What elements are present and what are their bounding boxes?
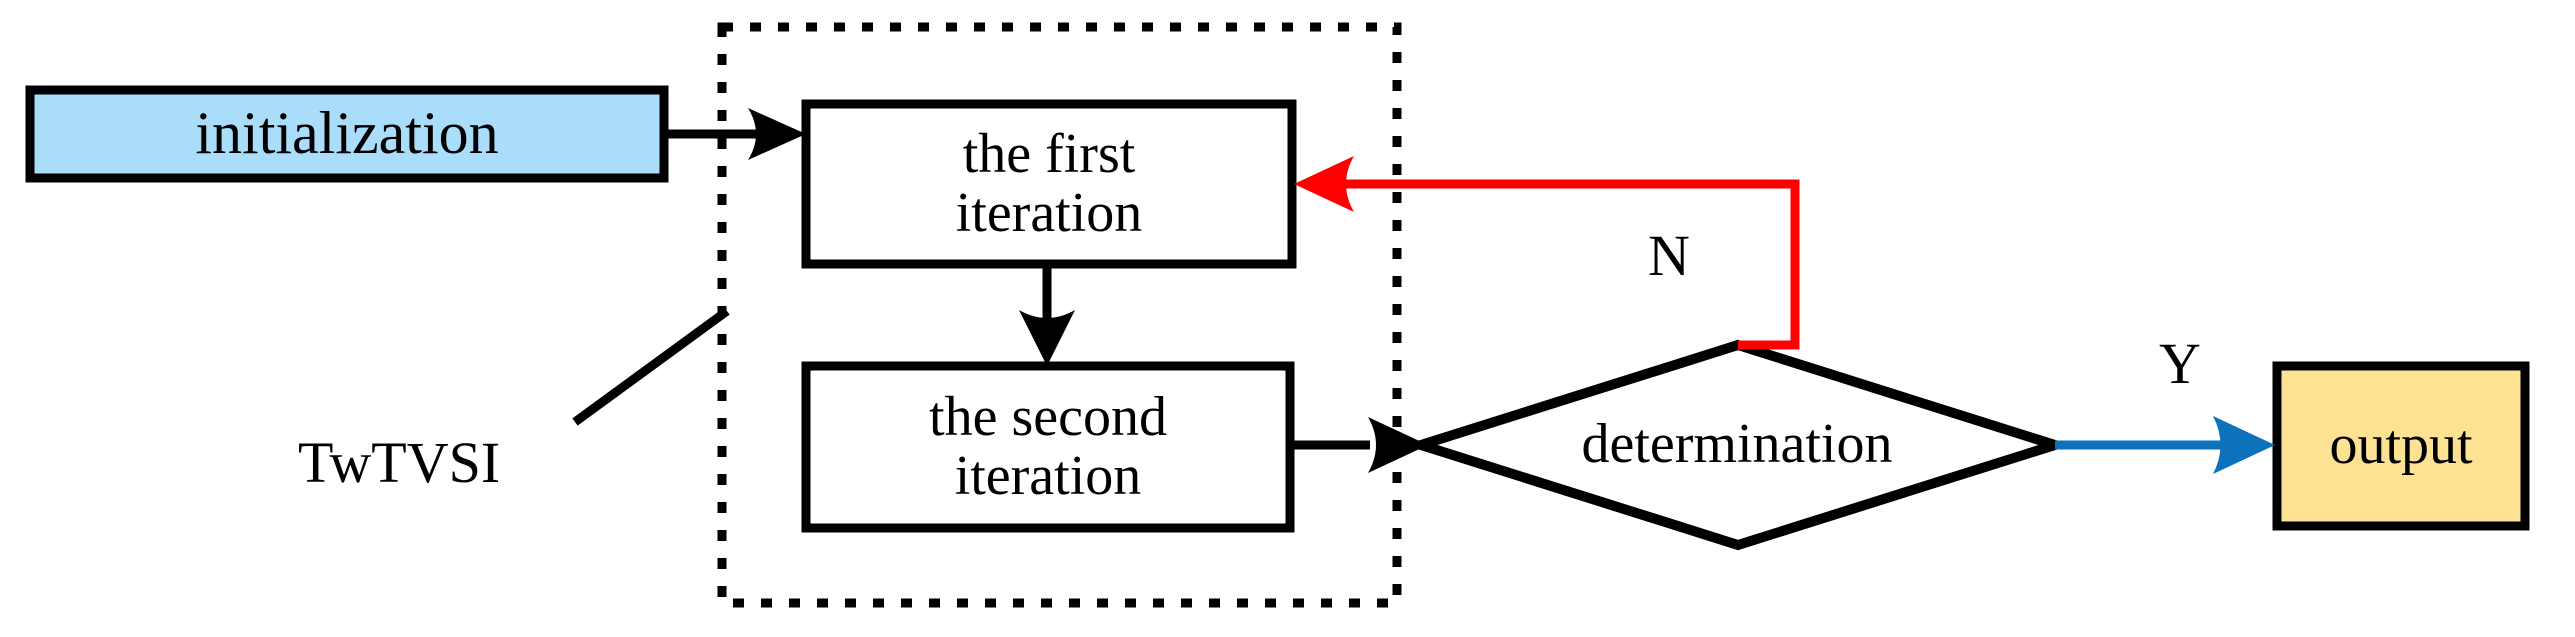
branch-yes-label: Y — [2159, 331, 2201, 396]
first-iteration-box[interactable] — [801, 99, 1297, 269]
edge-second-to-determination-arrowhead — [1368, 417, 1428, 473]
determination-diamond[interactable] — [1404, 339, 2072, 551]
second-iteration-box[interactable] — [801, 361, 1295, 533]
output-box[interactable] — [2272, 361, 2530, 531]
twtvsi-leader-line — [572, 307, 730, 426]
twtvsi-group-label: TwTVSI — [298, 430, 501, 495]
branch-no-label: N — [1648, 223, 1690, 288]
edge-determination-to-first-arrowhead — [1294, 156, 1354, 212]
edge-first-to-second-arrowhead — [1019, 310, 1075, 366]
edge-determination-to-output-arrowhead — [2213, 416, 2275, 474]
edge-determination-to-first-line — [1340, 179, 1800, 350]
initialization-box[interactable] — [25, 85, 669, 183]
edge-init-to-first-arrowhead — [748, 108, 806, 160]
